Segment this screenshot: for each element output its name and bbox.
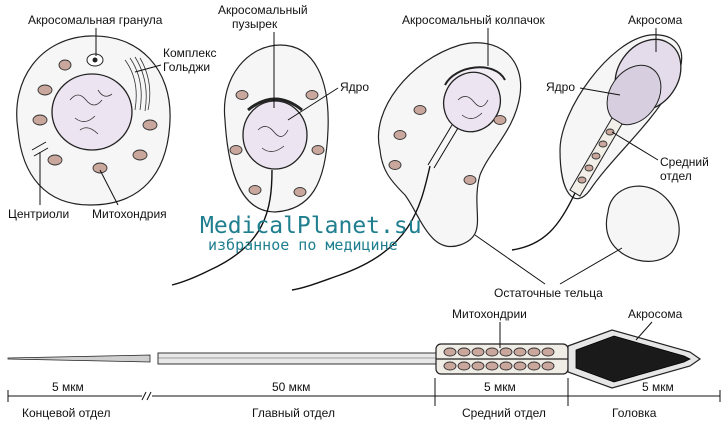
label-midpiece-1: Средний [660, 155, 709, 169]
scale-bar [7, 378, 721, 406]
midpiece-3 [427, 124, 459, 169]
flagellum-3 [291, 165, 431, 291]
mitochondria-group-3 [388, 105, 507, 185]
label-mitochondria: Митохондрия [92, 207, 167, 221]
principal-piece [157, 352, 437, 365]
leader-mitochondria [99, 169, 119, 206]
head-nucleus [575, 335, 691, 383]
flagellum-2 [171, 169, 273, 286]
section-head: Головка [612, 406, 657, 420]
leader-golgi [134, 64, 162, 73]
leader-residual-2 [559, 247, 623, 285]
scale-break [141, 391, 152, 401]
leader-residual-1 [474, 234, 546, 285]
nucleus-1 [51, 73, 133, 151]
label-golgi-2: Гольджи [163, 60, 210, 74]
watermark-line-1: MedicalPlanet.su [200, 213, 422, 239]
label-centrioles: Центриоли [8, 207, 69, 221]
stage-4-spermatid [511, 34, 683, 262]
label-golgi-1: Комплекс [163, 46, 216, 60]
section-principal-piece: Главный отдел [252, 406, 335, 420]
watermark-line-2: избранное по медицине [208, 236, 398, 254]
label-nucleus-a: Ядро [340, 80, 369, 94]
label-acrosome-top: Акросома [628, 13, 683, 27]
end-piece [7, 354, 151, 363]
scale-label-4: 5 мкм [642, 380, 674, 394]
mitochondria-sheath-4 [577, 128, 615, 184]
chromatin-2 [257, 126, 289, 152]
nucleus-3 [442, 71, 502, 133]
flagellum-4 [511, 192, 576, 251]
label-midpiece-2: отдел [660, 169, 692, 183]
scale-label-3: 5 мкм [484, 380, 516, 394]
mitochondrial-sheath [443, 347, 555, 371]
chromatin-1 [69, 89, 113, 135]
label-residual-bodies: Остаточные тельца [494, 286, 603, 300]
section-middle-piece: Средний отдел [462, 406, 546, 420]
mitochondria-group-1 [32, 59, 158, 174]
stage-1-spermatid [16, 35, 171, 206]
acrosomal-vesicle [247, 97, 303, 112]
label-vesicle-2: пузырек [232, 17, 278, 31]
section-end-piece: Концевой отдел [22, 406, 110, 420]
label-mitochondria-plural: Митохондрии [452, 307, 527, 321]
label-acrosome-bottom: Акросома [628, 307, 683, 321]
golgi-stacks [124, 56, 151, 112]
nucleus-2 [242, 100, 308, 170]
scale-label-1: 5 мкм [52, 380, 84, 394]
centrioles-marks [31, 141, 49, 157]
label-nucleus-b: Ядро [546, 80, 575, 94]
stage-3-spermatid [291, 42, 522, 291]
mature-spermatozoon [7, 329, 702, 389]
leader-acrosome-bottom [635, 321, 653, 341]
scale-label-2: 50 мкм [272, 380, 310, 394]
leader-nucleus-b [579, 87, 621, 96]
label-vesicle-1: Акросомальный [218, 3, 308, 17]
residual-body [605, 185, 680, 262]
granule-core [92, 57, 98, 63]
leader-nucleus-a [287, 87, 339, 121]
mitochondria-group-2 [229, 90, 325, 197]
label-acrosomal-cap: Акросомальный колпачок [402, 13, 546, 27]
leader-midpiece [611, 131, 659, 161]
chromatin-3 [457, 96, 489, 119]
label-acrosomal-granule: Акросомальная гранула [28, 13, 163, 27]
